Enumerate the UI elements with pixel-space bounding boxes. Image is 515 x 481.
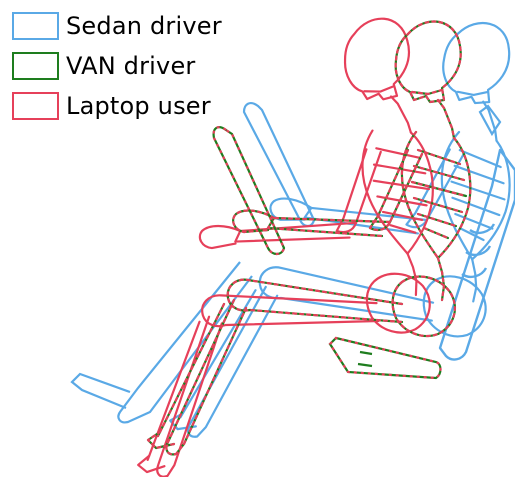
- legend-label-sedan-driver: Sedan driver: [66, 12, 222, 40]
- legend-item-laptop-user: Laptop user: [12, 86, 222, 126]
- legend: Sedan driver VAN driver Laptop user: [12, 6, 222, 126]
- legend-swatch-van-driver: [12, 52, 59, 80]
- legend-swatch-sedan-driver: [12, 12, 59, 40]
- legend-item-van-driver: VAN driver: [12, 46, 222, 86]
- legend-swatch-laptop-user: [12, 92, 59, 120]
- legend-label-laptop-user: Laptop user: [66, 92, 211, 120]
- legend-item-sedan-driver: Sedan driver: [12, 6, 222, 46]
- legend-label-van-driver: VAN driver: [66, 52, 196, 80]
- seat-bracket: [330, 338, 441, 378]
